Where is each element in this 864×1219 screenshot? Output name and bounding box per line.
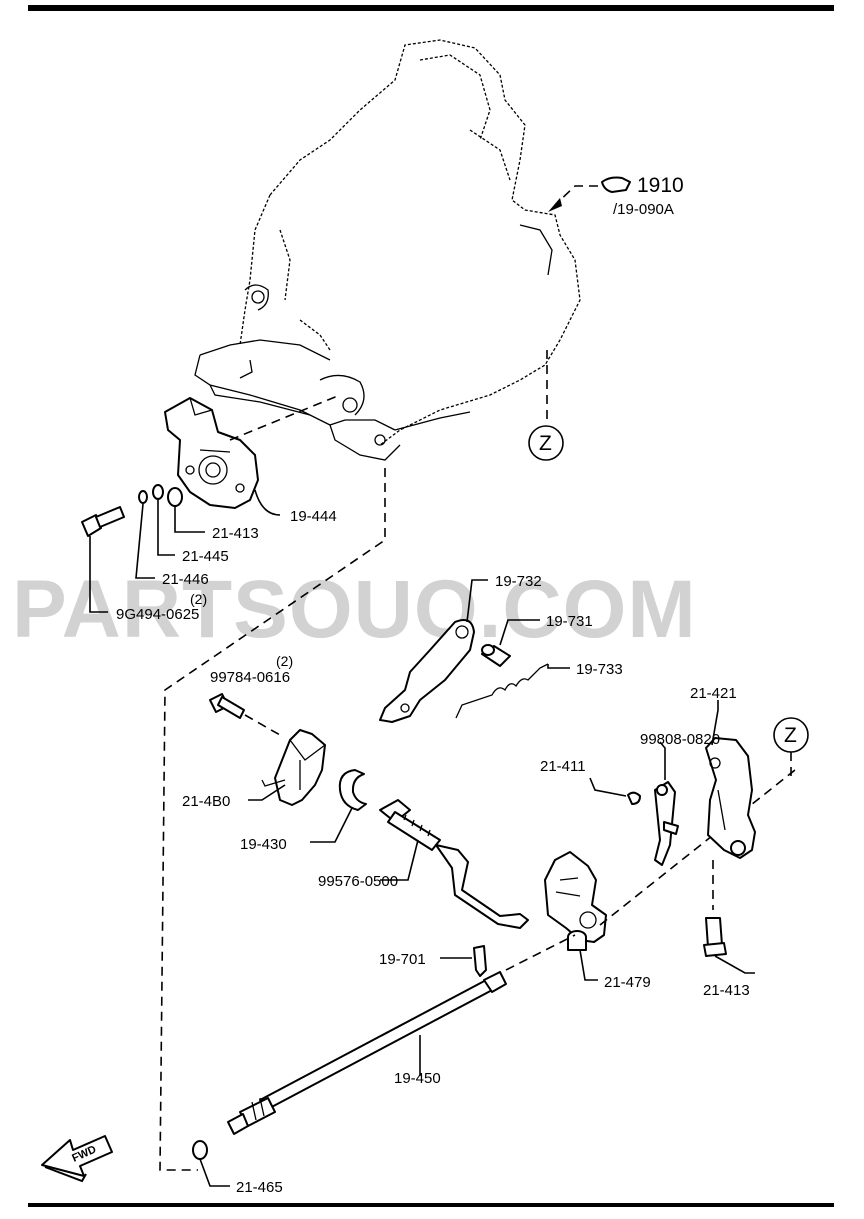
- bolt-99808-0820: [703, 917, 727, 957]
- bottom-rule: [28, 1203, 834, 1207]
- callout-19-090A: /19-090A: [613, 201, 674, 218]
- callout-21-413-top: 21-413: [212, 525, 259, 542]
- pin-21-465: [473, 945, 487, 977]
- bolt-99784-0616: [209, 693, 245, 719]
- clip-99576-0500: [627, 791, 641, 805]
- roller-19-731: [481, 644, 511, 667]
- callout-99808-0820: 21-413: [703, 982, 750, 999]
- callout-19-430: 99808-0820: [640, 731, 720, 748]
- washer-21-446: [138, 490, 148, 504]
- callout-19-444: 19-444: [290, 508, 337, 525]
- o-ring-21-413: [167, 487, 183, 507]
- callout-21-479: 21-4B0: [182, 793, 230, 810]
- manual-shaft-21-411: [227, 971, 507, 1135]
- fwd-arrow-icon: FWD: [41, 1135, 113, 1183]
- washer-21-445: [152, 484, 164, 500]
- watermark: PARTSOUQ.COM: [12, 564, 697, 655]
- bracket-21-479: [261, 729, 326, 806]
- callout-19-701: 19-430: [240, 836, 287, 853]
- qty-99784-0616: (2): [276, 653, 293, 669]
- shift-cable-19-450: [379, 799, 529, 929]
- spring-19-733: [455, 663, 549, 719]
- callout-19-450: 99576-0500: [318, 873, 398, 890]
- callout-21-421: 21-479: [604, 974, 651, 991]
- clip-19-701: [338, 769, 367, 811]
- inhibitor-switch-19-444: [164, 397, 259, 509]
- transaxle-housing: [194, 39, 581, 461]
- o-ring-21-413-bottom: [192, 1140, 208, 1160]
- callout-21-411: 19-450: [394, 1070, 441, 1087]
- zone-marker-right-label: Z: [784, 724, 797, 747]
- qty-9G494-0625: (2): [190, 591, 207, 607]
- link-19-430: [654, 781, 679, 866]
- zone-marker-top: [528, 425, 564, 461]
- callout-21-465: 19-701: [379, 951, 426, 968]
- callout-21-446: 21-446: [162, 571, 209, 588]
- top-rule: [28, 5, 834, 11]
- lever-21-4B0: [705, 737, 756, 859]
- plug-1910-icon: [601, 176, 631, 193]
- manual-lever-21-421: [544, 851, 607, 951]
- callout-99784-0616: 99784-0616: [210, 669, 290, 686]
- zone-marker-top-label: Z: [539, 432, 552, 455]
- detent-spring-19-732: [379, 619, 475, 723]
- callout-1910: 1910: [637, 174, 684, 197]
- bolt-9G494-0625: [81, 506, 125, 537]
- callout-19-733: 19-733: [576, 661, 623, 678]
- callout-21-413-bottom: 21-465: [236, 1179, 283, 1196]
- callout-99576-0500: 21-411: [540, 758, 586, 775]
- callout-19-731: 19-731: [546, 613, 593, 630]
- callout-21-4B0: 21-421: [690, 685, 737, 702]
- callout-21-445: 21-445: [182, 548, 229, 565]
- callout-19-732: 19-732: [495, 573, 542, 590]
- callout-9G494-0625: 9G494-0625: [116, 606, 199, 623]
